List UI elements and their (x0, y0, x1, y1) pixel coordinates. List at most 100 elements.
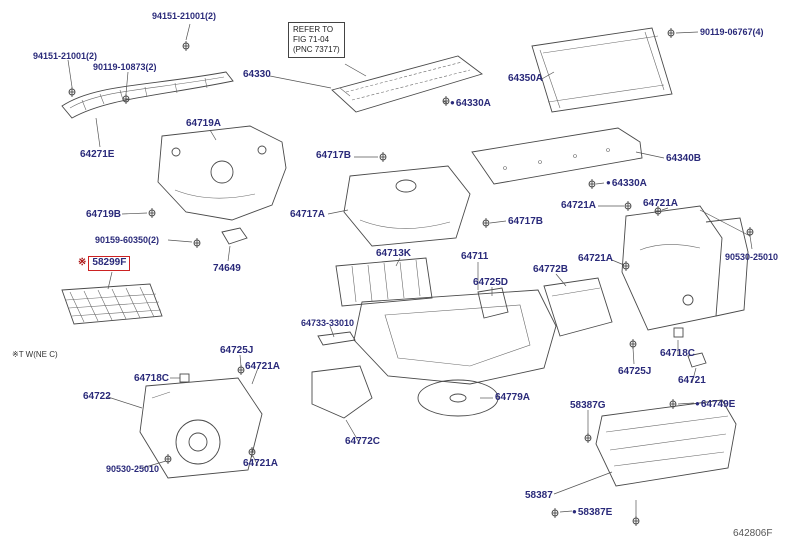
part-outline-64340b (471, 127, 643, 185)
part-label[interactable]: 58387G (570, 400, 606, 412)
part-outline-64725d (477, 287, 509, 319)
part-number: 64721A (578, 253, 614, 264)
part-number: 64330A (455, 98, 491, 109)
part-label[interactable]: 64719B (86, 209, 121, 221)
part-number: 64772B (533, 264, 569, 275)
part-label[interactable]: 64719A (186, 118, 221, 130)
part-label[interactable]: ●58387E (572, 506, 612, 519)
part-number: 64772C (345, 436, 381, 447)
part-outline-64722 (139, 377, 263, 479)
part-number: 58387 (525, 490, 553, 501)
reference-note-line: (PNC 73717) (293, 45, 340, 54)
part-outline-64772c (311, 365, 373, 419)
selected-part-number: 58299F (88, 256, 131, 271)
part-label[interactable]: 90530-25010 (725, 251, 778, 263)
part-outline-58299f-net (61, 283, 163, 325)
part-label[interactable]: 64779A (495, 392, 530, 404)
part-number: 64733-33010 (301, 318, 355, 328)
reference-note-box: REFER TO FIG 71-04 (PNC 73717) (288, 22, 345, 58)
part-label[interactable]: 64721A (245, 361, 280, 373)
part-number: 64713K (376, 248, 412, 259)
part-number: 64330 (243, 69, 271, 80)
part-number: 58387G (570, 400, 606, 411)
part-outline-64718c-left (179, 373, 190, 383)
part-label[interactable]: 64271E (80, 149, 114, 161)
part-number: 64340B (666, 153, 702, 164)
part-number: 64725J (618, 366, 652, 377)
part-number: 64721A (243, 458, 279, 469)
fastener-symbols (68, 27, 754, 527)
part-number: 90119-06767(4) (700, 27, 764, 37)
bullet-marker: ● (695, 399, 700, 408)
part-label[interactable]: 64722 (83, 391, 111, 403)
part-number: 64718C (134, 373, 170, 384)
part-number: 90530-25010 (106, 464, 160, 474)
part-number: 64717B (508, 216, 544, 227)
part-label[interactable]: 64772C (345, 436, 380, 448)
part-label[interactable]: 64725D (473, 277, 508, 289)
part-number: 64718C (660, 348, 696, 359)
part-label[interactable]: 90530-25010 (106, 463, 159, 475)
part-label[interactable]: 90119-06767(4) (700, 26, 764, 38)
part-label[interactable]: 64725J (618, 366, 651, 378)
part-label[interactable]: 64713K (376, 248, 411, 260)
part-label[interactable]: 64772B (533, 264, 568, 276)
reference-note-line: REFER TO (293, 25, 334, 34)
part-number: 64271E (80, 149, 115, 160)
part-outline-64772b (543, 277, 613, 337)
bullet-marker: ● (450, 98, 455, 107)
part-outline-64330 (331, 55, 483, 113)
part-label[interactable]: 64721A (643, 198, 678, 210)
part-label[interactable]: 64725J (220, 345, 253, 357)
part-outline-64719a (157, 125, 287, 221)
part-number: 64350A (508, 73, 544, 84)
part-outline-64721-small (687, 352, 707, 368)
selected-part-label[interactable]: ※58299F (78, 256, 131, 271)
part-label[interactable]: 64721A (561, 200, 596, 212)
part-outline-74649 (221, 227, 248, 245)
part-label[interactable]: 64711 (461, 251, 488, 263)
leader-lines (67, 23, 753, 516)
part-label[interactable]: 64718C (134, 373, 169, 385)
part-number: 64721A (643, 198, 679, 209)
part-number: 90159-60350(2) (95, 235, 160, 245)
part-label[interactable]: 64340B (666, 153, 701, 165)
part-label[interactable]: 64717A (290, 209, 325, 221)
bullet-marker: ● (572, 507, 577, 516)
part-label[interactable]: 64733-33010 (301, 317, 354, 329)
part-outline-64713k (335, 257, 433, 307)
part-label[interactable]: 94151-21001(2) (33, 50, 97, 62)
part-number: 64749E (700, 399, 736, 410)
part-label[interactable]: 58387 (525, 490, 553, 502)
part-number: 74649 (213, 263, 241, 274)
part-number: 94151-21001(2) (33, 51, 98, 61)
part-label[interactable]: 74649 (213, 263, 241, 275)
part-number: 64719A (186, 118, 222, 129)
part-label[interactable]: 64330 (243, 69, 271, 81)
part-number: 64721A (245, 361, 281, 372)
part-label[interactable]: 90159-60350(2) (95, 234, 159, 246)
part-label[interactable]: ●64330A (606, 177, 647, 190)
part-number: 64725D (473, 277, 509, 288)
part-label[interactable]: 64721A (578, 253, 613, 265)
part-label[interactable]: ●64330A (450, 97, 491, 110)
part-label[interactable]: 94151-21001(2) (152, 10, 216, 22)
part-label[interactable]: 90119-10873(2) (93, 61, 157, 73)
bullet-marker: ● (606, 178, 611, 187)
part-number: 90530-25010 (725, 252, 779, 262)
part-number: 64722 (83, 391, 111, 402)
part-label[interactable]: 64721 (678, 375, 706, 387)
reference-note-line: FIG 71-04 (293, 35, 330, 44)
part-number: 64725J (220, 345, 254, 356)
part-outline-64721a-right (621, 205, 749, 331)
part-label[interactable]: 64718C (660, 348, 695, 360)
part-label[interactable]: 64721A (243, 458, 278, 470)
part-outline-64711 (353, 289, 557, 417)
part-number: 58387E (577, 507, 613, 518)
part-label[interactable]: 64717B (316, 150, 351, 162)
part-label[interactable]: 64717B (508, 216, 543, 228)
part-label[interactable]: ●64749E (695, 398, 735, 411)
part-label[interactable]: 64350A (508, 73, 543, 85)
